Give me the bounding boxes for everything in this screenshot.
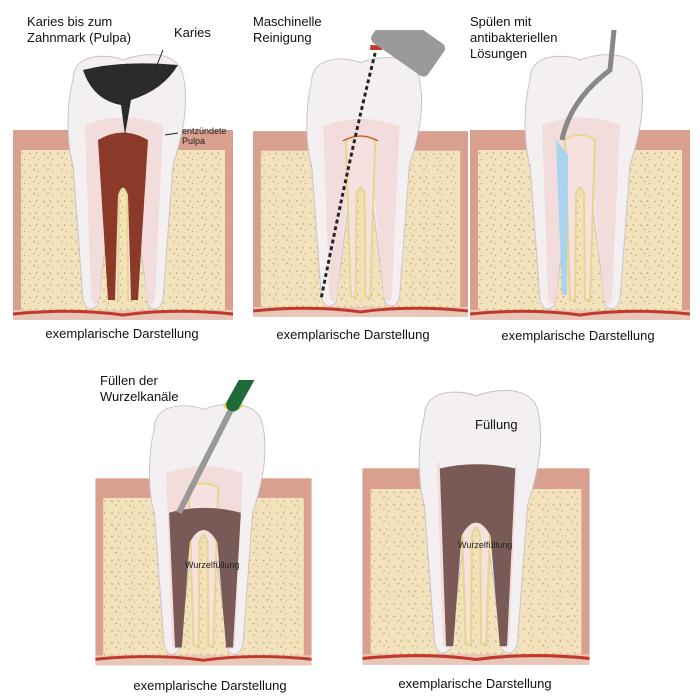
root-filling (439, 463, 516, 647)
tooth-illustration (91, 380, 316, 675)
caption: exemplarische Darstellung (133, 678, 287, 693)
syringe (559, 30, 617, 141)
rotary-file (319, 52, 377, 298)
caries-lesion (83, 63, 178, 136)
tooth-illustration (345, 365, 607, 675)
panel-final-filling: Füllung Wurzelfüllung exemplarische Dars… (340, 360, 610, 700)
tooth-illustration (253, 30, 468, 330)
filling-label: Füllung (475, 417, 518, 432)
caption: exemplarische Darstellung (276, 327, 430, 342)
root-filling (169, 507, 241, 648)
tooth-illustration (470, 30, 690, 330)
caption: exemplarische Darstellung (398, 676, 552, 691)
handpiece (371, 30, 445, 77)
inflamed-pulp (98, 132, 148, 300)
tooth-illustration (8, 49, 238, 330)
caries-label: Karies (174, 25, 211, 40)
caption: exemplarische Darstellung (45, 326, 199, 341)
root-filling-label: Wurzelfüllung (458, 540, 513, 550)
root-filling-label: Wurzelfüllung (185, 560, 240, 570)
caption: exemplarische Darstellung (501, 328, 655, 343)
crown-filling (436, 403, 518, 469)
filling-instrument (176, 408, 234, 515)
rinse-solution (556, 140, 568, 295)
